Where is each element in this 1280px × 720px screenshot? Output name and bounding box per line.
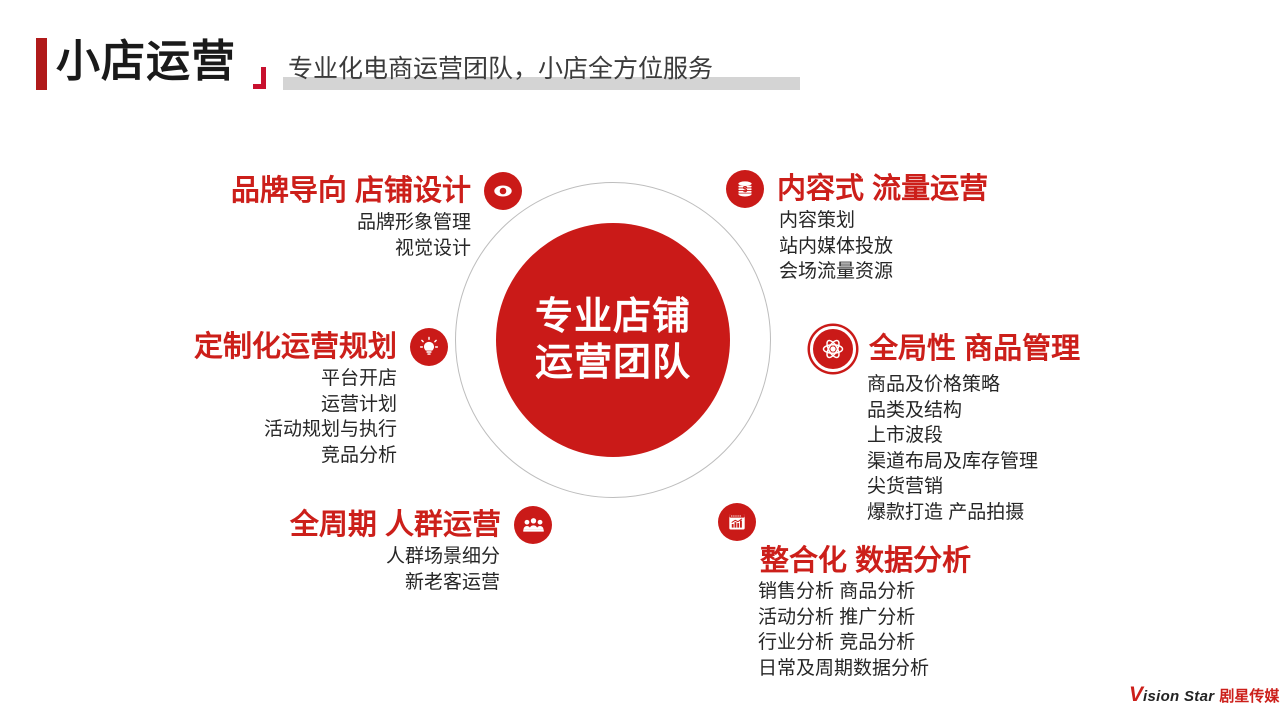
- node-goods-management-header: 全局性 商品管理: [810, 326, 1150, 372]
- atom-icon: [810, 326, 856, 372]
- node-crowd-operation[interactable]: 全周期 人群运营 人群场景细分 新老客运营: [250, 506, 552, 595]
- node-brand-design-title: 品牌导向 店铺设计: [230, 175, 471, 207]
- center-hub-line2: 运营团队: [534, 342, 691, 384]
- center-hub-line1: 专业店铺: [534, 296, 691, 338]
- node-sub-item: 会场流量资源: [779, 261, 894, 282]
- node-sub-item: 活动分析 推广分析: [758, 606, 916, 628]
- node-traffic-operation-header: $ 内容式 流量运营: [726, 170, 1086, 208]
- node-data-analysis-title: 整合化 数据分析: [760, 545, 972, 577]
- node-sub-item: 行业分析 竞品分析: [758, 632, 916, 653]
- node-traffic-operation-title: 内容式 流量运营: [777, 173, 989, 205]
- node-sub-item: 新老客运营: [404, 571, 500, 593]
- logo-initial: V: [1129, 683, 1144, 706]
- node-brand-design[interactable]: 品牌导向 店铺设计 品牌形象管理 视觉设计: [168, 172, 522, 261]
- coins-icon: $: [726, 170, 764, 208]
- svg-text:$: $: [743, 185, 748, 194]
- node-crowd-operation-header: 全周期 人群运营: [250, 506, 552, 544]
- node-sub-item: 渠道布局及库存管理: [867, 450, 1039, 472]
- page-title: 小店运营: [56, 37, 236, 86]
- node-sub-item: 人群场景细分: [385, 546, 500, 567]
- node-custom-planning-header: 定制化运营规划: [168, 328, 448, 366]
- page-subtitle: 专业化电商运营团队，小店全方位服务: [288, 55, 714, 83]
- node-goods-management-title: 全局性 商品管理: [869, 333, 1081, 365]
- node-sub-item: 竞品分析: [320, 444, 397, 466]
- node-custom-planning-title: 定制化运营规划: [193, 331, 397, 363]
- node-sub-item: 平台开店: [320, 368, 397, 389]
- node-sub-item: 站内媒体投放: [779, 235, 894, 257]
- node-sub-item: 上市波段: [867, 425, 944, 446]
- header-accent-bar: [36, 38, 47, 90]
- node-traffic-operation[interactable]: $ 内容式 流量运营 内容策划 站内媒体投放 会场流量资源: [726, 170, 1086, 285]
- chart-report-icon: [718, 503, 756, 541]
- eye-icon: [484, 172, 522, 210]
- node-sub-item: 内容策划: [779, 210, 856, 231]
- node-sub-item: 品牌形象管理: [356, 212, 471, 233]
- node-sub-item: 尖货营销: [867, 476, 944, 497]
- node-brand-design-subs: 品牌形象管理 视觉设计: [168, 210, 522, 261]
- center-hub: 专业店铺 运营团队: [496, 223, 730, 457]
- node-sub-item: 销售分析 商品分析: [758, 581, 916, 602]
- logo-name-cn: 剧星传媒: [1219, 688, 1280, 705]
- node-sub-item: 品类及结构: [867, 399, 963, 421]
- node-sub-item: 日常及周期数据分析: [758, 657, 930, 679]
- node-goods-management[interactable]: 全局性 商品管理 商品及价格策略 品类及结构 上市波段 渠道布局及库存管理 尖货…: [810, 326, 1150, 525]
- node-crowd-operation-title: 全周期 人群运营: [289, 509, 501, 541]
- node-crowd-operation-subs: 人群场景细分 新老客运营: [250, 544, 552, 595]
- corner-bracket-decoration: [253, 67, 266, 89]
- page-header: 小店运营 专业化电商运营团队，小店全方位服务: [0, 0, 1280, 115]
- node-sub-item: 爆款打造 产品拍摄: [867, 501, 1025, 523]
- node-traffic-operation-subs: 内容策划 站内媒体投放 会场流量资源: [726, 208, 1086, 285]
- logo-name-en: ision Star: [1143, 688, 1215, 705]
- node-goods-management-subs: 商品及价格策略 品类及结构 上市波段 渠道布局及库存管理 尖货营销 爆款打造 产…: [810, 372, 1150, 525]
- node-sub-item: 商品及价格策略: [867, 374, 1001, 395]
- node-sub-item: 活动规划与执行: [263, 419, 397, 440]
- node-data-analysis-header: 整合化 数据分析: [714, 543, 1074, 579]
- people-icon: [514, 506, 552, 544]
- brand-logo: V ision Star 剧星传媒: [1129, 684, 1279, 707]
- node-custom-planning[interactable]: 定制化运营规划 平台开店 运营计划 活动规划与执行 竞品分析: [168, 328, 448, 468]
- node-brand-design-header: 品牌导向 店铺设计: [168, 172, 522, 210]
- subtitle-underline-band: [283, 77, 800, 90]
- lightbulb-icon: [410, 328, 448, 366]
- node-data-analysis-iconrow: [714, 503, 1074, 541]
- node-data-analysis-subs: 销售分析 商品分析 活动分析 推广分析 行业分析 竞品分析 日常及周期数据分析: [714, 579, 1074, 681]
- node-sub-item: 视觉设计: [394, 237, 471, 259]
- node-sub-item: 运营计划: [320, 393, 397, 415]
- node-data-analysis[interactable]: 整合化 数据分析 销售分析 商品分析 活动分析 推广分析 行业分析 竞品分析 日…: [714, 503, 1074, 681]
- node-custom-planning-subs: 平台开店 运营计划 活动规划与执行 竞品分析: [168, 366, 448, 468]
